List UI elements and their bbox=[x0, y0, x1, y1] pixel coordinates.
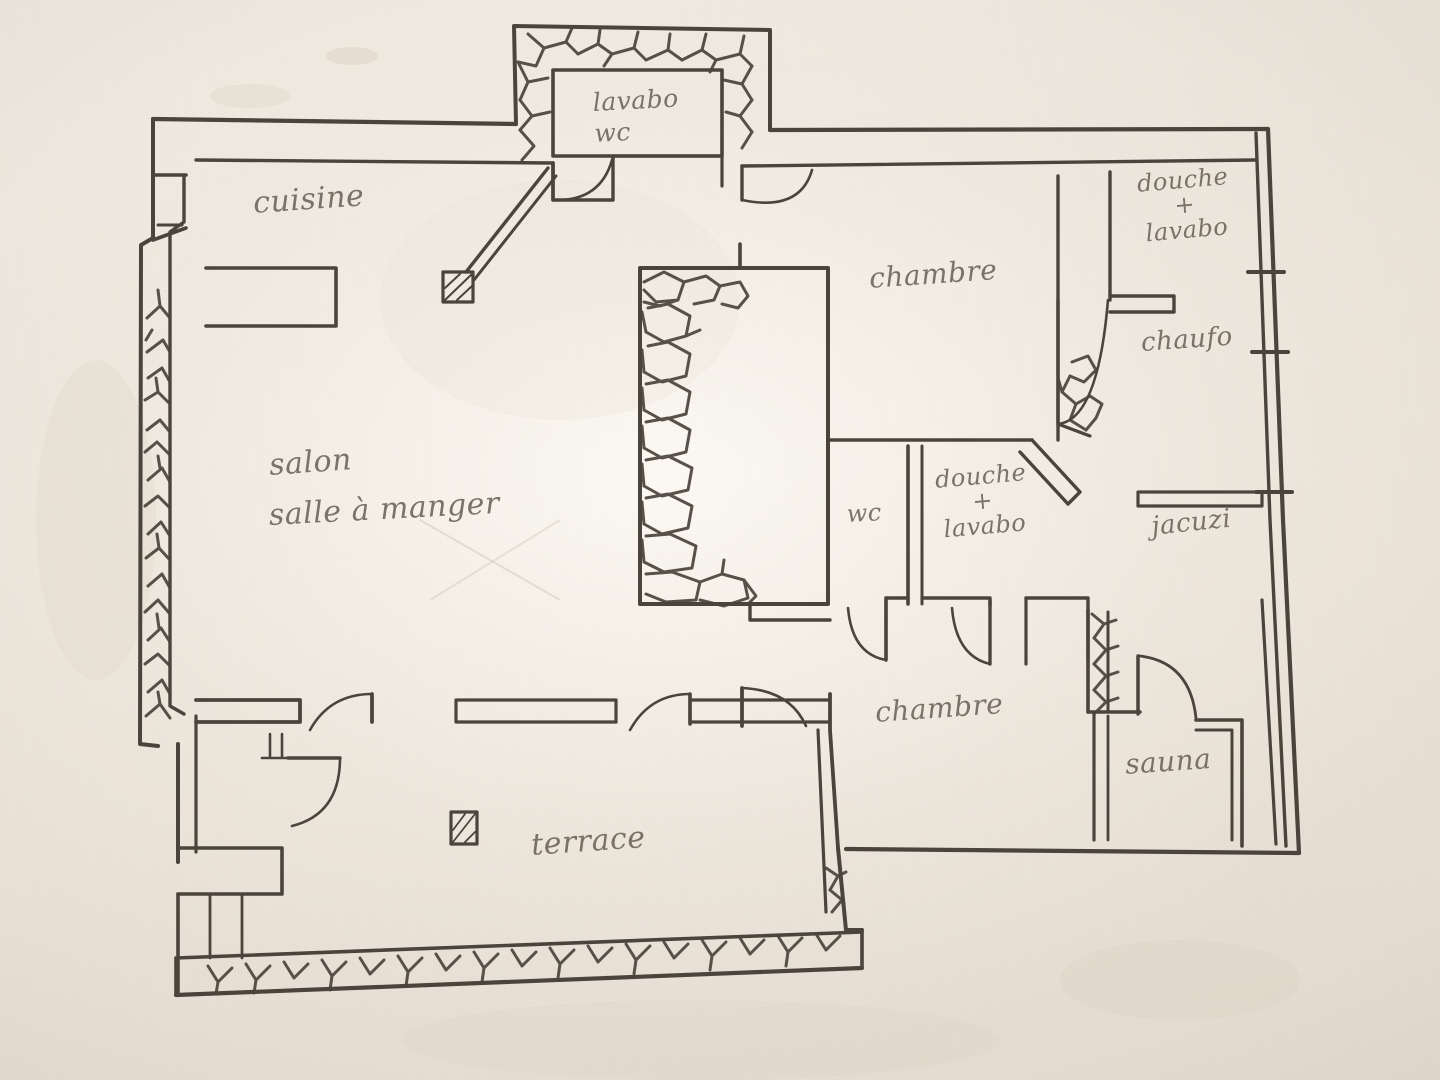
duct-terminal-block bbox=[441, 270, 475, 304]
kitchen-counter bbox=[204, 266, 338, 328]
stone-hatch-central-block bbox=[640, 270, 758, 608]
stone-hatch-bathroom-wall bbox=[516, 26, 754, 162]
wall-salon-south-left bbox=[194, 698, 302, 724]
wall-salon-south-right bbox=[828, 692, 840, 850]
wall-ne-lower-return bbox=[1056, 422, 1092, 438]
wall-terrace-south-inner bbox=[174, 930, 864, 960]
door-swing-terrace-1 bbox=[308, 692, 374, 732]
wall-terrace-south-outer bbox=[173, 965, 865, 998]
door-swing-terrace-2 bbox=[628, 692, 692, 732]
duct-line-2 bbox=[472, 174, 558, 282]
wall-interior-top bbox=[194, 158, 555, 165]
stone-hatch-left-wall bbox=[143, 288, 172, 720]
stairs-platform bbox=[176, 846, 284, 896]
terrace-drain-hatch bbox=[452, 813, 476, 843]
door-swing-salon-west bbox=[290, 756, 342, 828]
label-chaufo: chaufo bbox=[1140, 321, 1234, 358]
door-swing-sauna bbox=[1138, 654, 1198, 720]
wall-interior-top-right bbox=[740, 158, 1258, 168]
door-swing-ne-shower bbox=[1056, 298, 1110, 426]
door-hinge-marks bbox=[260, 732, 294, 760]
wall-bath-lower-shelf bbox=[612, 154, 724, 188]
door-swing-wc bbox=[846, 606, 888, 662]
wall-top-left bbox=[150, 116, 519, 127]
wall-central-stub-bottom bbox=[748, 602, 832, 622]
terrace-drain-fixture bbox=[449, 810, 479, 846]
duct-line bbox=[464, 166, 550, 274]
label-salon: salon bbox=[268, 442, 354, 483]
label-wc: wc bbox=[846, 498, 883, 528]
wall-bath-top-left bbox=[512, 24, 772, 132]
wall-ce-diagonal bbox=[1018, 438, 1082, 506]
label-sauna: sauna bbox=[1124, 741, 1213, 781]
wall-top-right bbox=[767, 126, 1271, 133]
wall-sauna-inner bbox=[1194, 728, 1234, 842]
door-swing-hall bbox=[740, 168, 814, 204]
door-swing-terrace-3 bbox=[740, 686, 808, 728]
wall-left-outer bbox=[138, 117, 160, 748]
wall-central-block bbox=[638, 266, 830, 606]
wall-right-outer bbox=[1265, 126, 1302, 856]
stone-hatch-terrace-south bbox=[206, 932, 842, 996]
wall-terrace-east-inner bbox=[816, 728, 828, 914]
jacuzi-shelf bbox=[1136, 490, 1264, 508]
door-swing-douche-c bbox=[950, 606, 992, 666]
door-swing-lavabo bbox=[551, 158, 614, 202]
wall-right-inner bbox=[1254, 131, 1288, 848]
label-lavabo-wc: lavabo wc bbox=[592, 83, 680, 148]
wall-east-inner-right bbox=[1260, 598, 1278, 846]
stone-hatch-terrace-east bbox=[824, 866, 848, 914]
label-douche-lavabo-centre: douche + lavabo bbox=[933, 458, 1028, 544]
wall-terrace-south-caps bbox=[174, 930, 864, 997]
wall-left-jog bbox=[151, 173, 188, 242]
label-douche-lavabo-nord: douche + lavabo bbox=[1135, 162, 1230, 248]
wall-salon-south-seg2 bbox=[454, 698, 618, 724]
wall-ne-shelf bbox=[1108, 294, 1176, 314]
stone-hatch-sauna-west bbox=[1090, 612, 1120, 716]
wall-east-wing-bottom bbox=[843, 846, 1302, 856]
duct-terminal-hatch bbox=[444, 273, 473, 301]
